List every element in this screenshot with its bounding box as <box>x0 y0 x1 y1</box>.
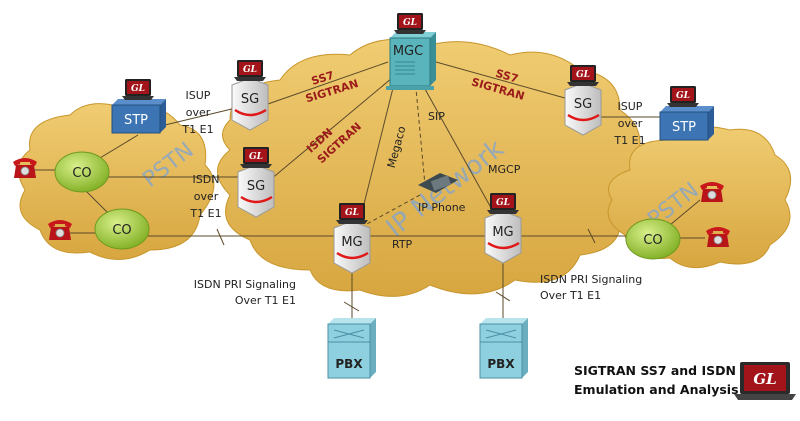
svg-text:GL: GL <box>676 91 690 101</box>
link-mgc-sg-right <box>435 61 573 101</box>
mg-right: MG GL <box>484 193 522 264</box>
svg-text:MG: MG <box>492 225 513 240</box>
svg-text:ISUP: ISUP <box>186 89 211 102</box>
co-left-top: CO <box>54 151 110 193</box>
phone-icon-right-1 <box>699 181 725 203</box>
sip-label: SIP <box>428 110 445 123</box>
svg-text:GL: GL <box>576 70 590 80</box>
mg-left: MG GL <box>333 203 371 274</box>
svg-text:GL: GL <box>496 198 510 208</box>
svg-text:T1 E1: T1 E1 <box>181 123 213 136</box>
svg-text:GL: GL <box>753 370 776 388</box>
stp-left: STP GL <box>111 79 166 134</box>
phone-icon-left-1 <box>12 157 38 179</box>
link-co-phone-r1 <box>669 199 701 226</box>
svg-text:IP Phone: IP Phone <box>418 201 466 214</box>
pri-left-label: ISDN PRI Signaling Over T1 E1 <box>194 278 296 307</box>
svg-text:GL: GL <box>345 208 359 218</box>
svg-text:Over T1 E1: Over T1 E1 <box>540 289 601 302</box>
svg-text:T1 E1: T1 E1 <box>613 134 645 147</box>
isdn-left-label: ISDN over T1 E1 <box>189 173 221 220</box>
caption-line-1: SIGTRAN SS7 and ISDN <box>574 363 736 378</box>
link-mgcp <box>419 79 496 216</box>
sg-right: SG GL <box>564 65 602 136</box>
sg-mid-left: SG GL <box>237 147 275 218</box>
link-sg-mgc-left <box>264 61 389 106</box>
phone-icon-right-2 <box>705 226 731 248</box>
svg-text:Over T1 E1: Over T1 E1 <box>235 294 296 307</box>
pbx-right: PBX <box>479 318 528 379</box>
svg-text:SG: SG <box>247 179 265 194</box>
link-sip <box>414 77 426 186</box>
svg-text:SS7: SS7 <box>494 67 520 86</box>
phone-icon-left-2 <box>47 219 73 241</box>
svg-text:MG: MG <box>341 235 362 250</box>
ip-phone: IP Phone <box>418 173 466 214</box>
svg-text:ISDN PRI Signaling: ISDN PRI Signaling <box>194 278 296 291</box>
svg-text:ISUP: ISUP <box>618 100 643 113</box>
gl-logo-laptop: GL <box>734 362 796 400</box>
svg-text:PBX: PBX <box>335 357 363 371</box>
svg-text:over: over <box>186 106 211 119</box>
pstn-left-cloud <box>18 103 215 261</box>
svg-text:STP: STP <box>672 120 696 135</box>
svg-text:PBX: PBX <box>487 357 515 371</box>
pbx-left: PBX <box>327 318 376 379</box>
svg-text:over: over <box>618 117 643 130</box>
pri-right-label: ISDN PRI Signaling Over T1 E1 <box>540 273 642 302</box>
link-megaco <box>359 79 396 221</box>
svg-text:ISDN PRI Signaling: ISDN PRI Signaling <box>540 273 642 286</box>
mgc-server: MGC GL <box>386 13 436 90</box>
caption-line-2: Emulation and Analysis <box>574 382 739 397</box>
link-stp-sg-left <box>164 106 241 126</box>
svg-text:GL: GL <box>243 65 257 75</box>
svg-text:SG: SG <box>574 97 592 112</box>
diagram-caption: SIGTRAN SS7 and ISDN Emulation and Analy… <box>574 361 739 399</box>
svg-text:GL: GL <box>131 84 145 94</box>
svg-text:over: over <box>194 190 219 203</box>
svg-text:SS7: SS7 <box>310 69 336 88</box>
stp-right: STP GL <box>659 86 714 141</box>
mgcp-label: MGCP <box>488 163 521 176</box>
isup-right-label: ISUP over T1 E1 <box>613 100 645 147</box>
rtp-label: RTP <box>392 238 413 251</box>
sg-top-left: SG GL <box>231 60 269 131</box>
svg-text:STP: STP <box>124 113 148 128</box>
svg-text:GL: GL <box>403 18 417 28</box>
co-left-bottom: CO <box>94 208 150 250</box>
isup-left-label: ISUP over T1 E1 <box>181 89 213 136</box>
svg-text:CO: CO <box>112 223 131 238</box>
svg-text:CO: CO <box>643 233 662 248</box>
svg-text:SG: SG <box>241 92 259 107</box>
svg-text:MGC: MGC <box>393 44 423 59</box>
svg-text:CO: CO <box>72 166 91 181</box>
link-phone-mg <box>364 194 421 226</box>
svg-text:GL: GL <box>249 152 263 162</box>
svg-text:T1 E1: T1 E1 <box>189 207 221 220</box>
co-right: CO <box>625 218 681 260</box>
link-sg-mgc-isdn <box>269 77 393 181</box>
svg-text:ISDN: ISDN <box>193 173 220 186</box>
